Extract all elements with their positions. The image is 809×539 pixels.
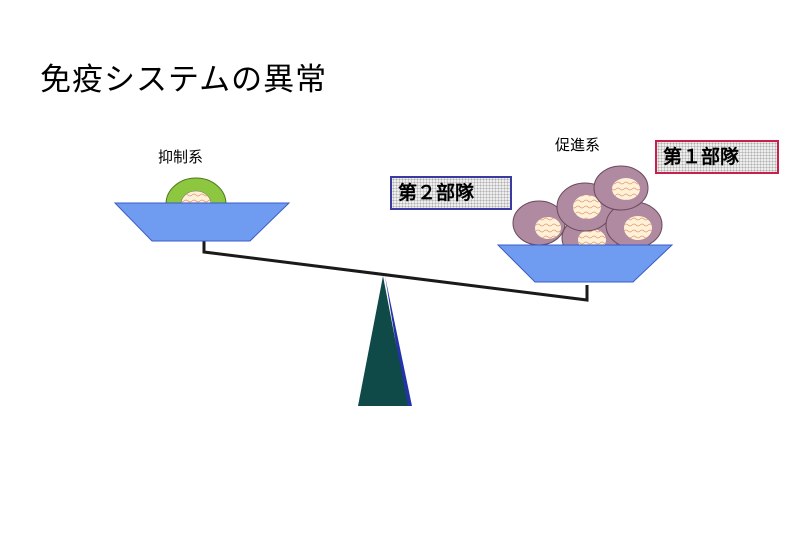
- left-pan: [113, 202, 291, 242]
- page-title: 免疫システムの異常: [40, 62, 328, 98]
- suppressor-system-label: 抑制系: [158, 148, 204, 166]
- promoter-cell: [593, 165, 649, 211]
- right-pan: [496, 244, 674, 283]
- suppressor-cell: [165, 177, 227, 205]
- fulcrum: [358, 276, 408, 406]
- promoter-cells: [512, 165, 663, 261]
- first-unit-box: 第１部隊: [655, 140, 779, 174]
- second-unit-box: 第２部隊: [390, 176, 512, 210]
- promoter-system-label: 促進系: [555, 136, 601, 154]
- balance-beam: [202, 240, 589, 302]
- fulcrum-shadow: [385, 276, 412, 406]
